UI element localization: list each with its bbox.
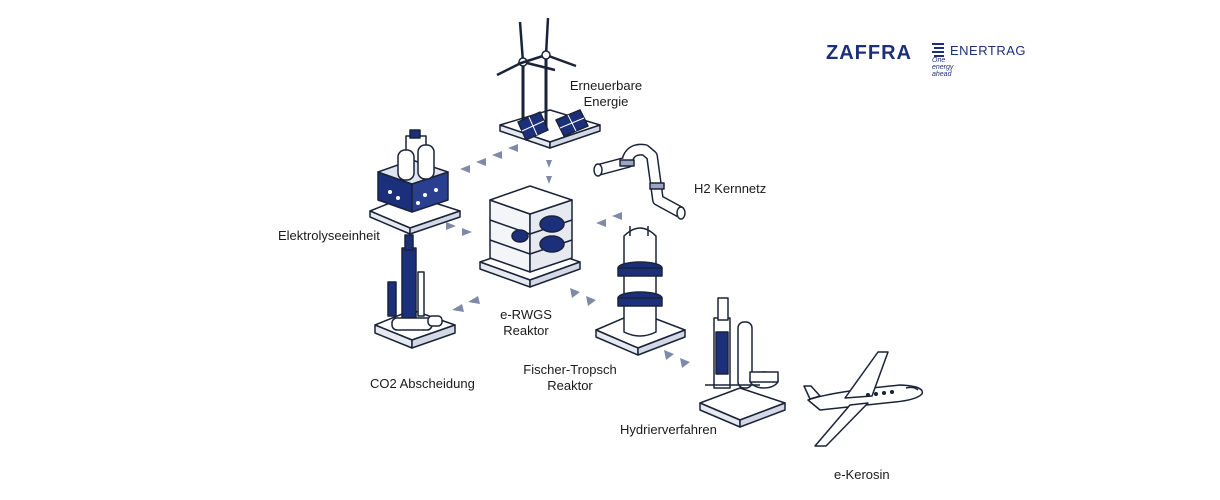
h2-pipeline-illustration: [593, 143, 686, 220]
renewable-energy-illustration: [496, 17, 601, 149]
label-co2-line1: CO2 Abscheidung: [370, 376, 475, 391]
arrow-co2-to-rwgs: [452, 296, 480, 312]
enertrag-mark-icon: [932, 43, 944, 57]
label-renewable-line2: Energie: [583, 94, 629, 109]
fischer-tropsch-illustration: [595, 226, 686, 356]
label-ft-line1: Fischer-Tropsch: [523, 362, 617, 377]
arrow-h2-to-rwgs: [596, 212, 622, 227]
electrolysis-illustration: [369, 129, 461, 235]
zaffra-wordmark: ZAFFRA: [826, 42, 912, 64]
arrow-renewable-to-electrolysis: [460, 144, 518, 173]
label-rwgs-line2: Reaktor: [503, 323, 549, 338]
label-ft-line2: Reaktor: [547, 378, 593, 393]
label-electrolysis: Elektrolyseeinheit: [278, 228, 380, 244]
label-fischer-tropsch: Fischer-Tropsch Reaktor: [523, 362, 616, 394]
hydrotreating-illustration: [699, 297, 786, 428]
label-renewable-line1: Erneuerbare: [569, 78, 643, 93]
label-h2-line1: H2 Kernnetz: [694, 181, 767, 196]
co2-capture-illustration: [374, 234, 456, 349]
rwgs-reactor-illustration: [479, 185, 581, 288]
arrow-electrolysis-to-rwgs: [446, 222, 472, 236]
label-rwgs-reactor: e-RWGS Reaktor: [500, 307, 552, 339]
label-co2-capture: CO2 Abscheidung: [370, 376, 475, 392]
enertrag-wordmark: ENERTRAG: [950, 43, 1026, 58]
label-renewable-energy: Erneuerbare Energie: [570, 78, 642, 110]
label-kerosene-line1: e-Kerosin: [834, 467, 890, 482]
label-e-kerosene: e-Kerosin: [834, 467, 890, 483]
label-electrolysis-line1: Elektrolyseeinheit: [278, 228, 380, 243]
label-h2-network: H2 Kernnetz: [694, 181, 766, 197]
enertrag-tagline: One energy ahead: [932, 57, 954, 78]
airplane-illustration: [803, 351, 924, 447]
flow-arrows: [446, 144, 690, 368]
arrow-renewable-to-rwgs: [546, 160, 552, 184]
arrow-ft-to-hydro: [664, 350, 690, 368]
label-rwgs-line1: e-RWGS: [500, 307, 552, 322]
label-hydro-line1: Hydrierverfahren: [620, 422, 717, 437]
label-hydrotreating: Hydrierverfahren: [620, 422, 717, 438]
arrow-rwgs-to-ft: [570, 288, 596, 306]
